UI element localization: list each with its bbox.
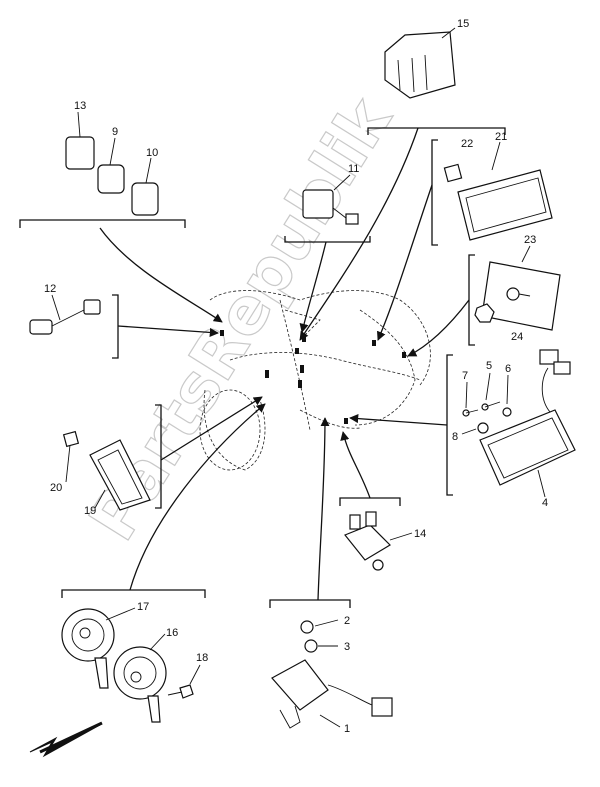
- front-direction-arrow-shaft: [39, 721, 103, 754]
- callout-16: 16: [166, 627, 178, 639]
- callout-9: 9: [112, 126, 118, 138]
- callout-7: 7: [462, 370, 468, 382]
- callout-8: 8: [452, 431, 458, 443]
- callout-18: 18: [196, 652, 208, 664]
- callout-22: 22: [461, 138, 473, 150]
- callout-labels: 1 2 3 4 5 6 7 8 9 10 11 12 13 14 15 16 1…: [44, 18, 548, 735]
- callout-11: 11: [348, 163, 359, 175]
- switch-group-19-20: [62, 396, 263, 511]
- callout-3: 3: [344, 641, 350, 653]
- callout-13: 13: [74, 100, 86, 112]
- relay-group-13-9-10: [19, 111, 223, 323]
- sensor-group-12: [29, 294, 219, 359]
- callout-24: 24: [511, 331, 523, 343]
- callout-15: 15: [457, 18, 469, 30]
- relay-group-1-3: [269, 417, 393, 729]
- callout-4: 4: [542, 497, 548, 509]
- fuse-group-14: [339, 431, 413, 571]
- callout-20: 20: [50, 482, 62, 494]
- callout-19: 19: [84, 505, 96, 517]
- callout-17: 17: [137, 601, 149, 613]
- regulator-group-4-8: [349, 349, 576, 498]
- callout-12: 12: [44, 283, 56, 295]
- callout-10: 10: [146, 147, 158, 159]
- callout-23: 23: [524, 234, 536, 246]
- callout-1: 1: [344, 723, 350, 735]
- lamp-group-21-22: [377, 139, 553, 341]
- horn-group-16-17-18: [61, 403, 266, 723]
- callout-5: 5: [486, 360, 492, 372]
- callout-2: 2: [344, 615, 350, 627]
- lamp-group-23-24: [407, 245, 561, 357]
- relay-group-11: [284, 174, 371, 333]
- callout-21: 21: [495, 131, 507, 143]
- callout-6: 6: [505, 363, 511, 375]
- callout-14: 14: [414, 528, 426, 540]
